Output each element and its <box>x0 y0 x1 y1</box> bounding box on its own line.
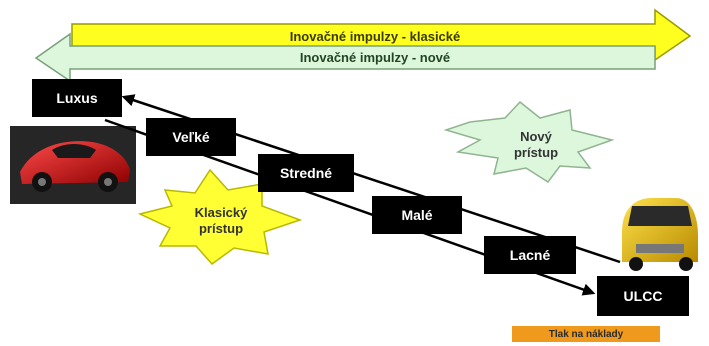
segment-medium-box: Stredné <box>258 154 354 192</box>
segment-small-box: Malé <box>372 196 462 234</box>
new-approach-star <box>443 100 615 184</box>
new-impulse-label: Inovačné impulzy - nové <box>299 49 451 65</box>
segment-large-box: Veľké <box>146 118 236 156</box>
classic-impulse-label: Inovačné impulzy - klasické <box>289 28 461 44</box>
segment-luxury-box: Luxus <box>32 79 122 117</box>
cost-pressure-label: Tlak na náklady <box>512 326 660 342</box>
segment-cheap-box: Lacné <box>484 236 576 274</box>
red-sports-car-image <box>10 126 136 204</box>
classic-approach-label: Klasický prístup <box>194 205 248 236</box>
yellow-city-car-image <box>622 198 698 271</box>
segment-ulcc-box: ULCC <box>597 276 689 316</box>
new-impulse-arrow <box>34 32 656 83</box>
classic-approach-star <box>137 168 303 266</box>
new-approach-label: Nový prístup <box>513 129 559 160</box>
